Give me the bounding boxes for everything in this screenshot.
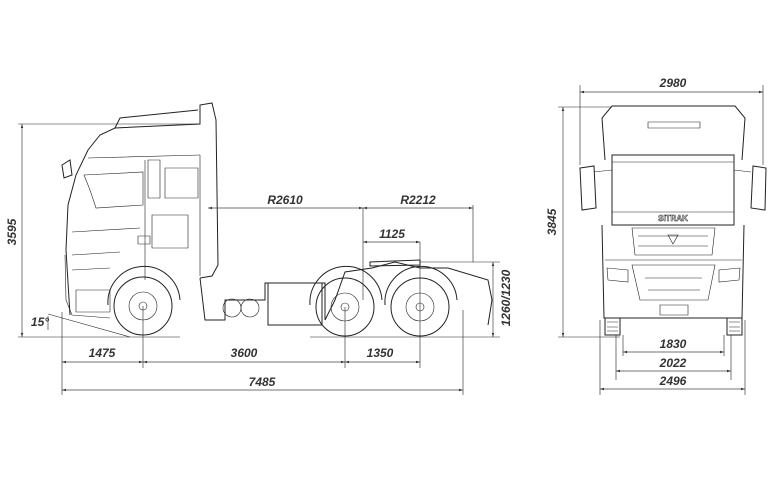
wheelbase-rear-label: 1350 <box>367 346 394 360</box>
rear-track-label: 2022 <box>659 356 687 370</box>
front-view: SITRAK 2980 3845 1830 2022 2496 <box>545 76 767 395</box>
rear-wheel-1 <box>309 265 383 337</box>
body-width-label: 2496 <box>659 374 687 388</box>
front-overall-height-label: 3845 <box>545 208 559 235</box>
fifth-wheel-height-label: 1260/1230 <box>499 269 513 326</box>
wheelbase-front-label: 3600 <box>231 346 258 360</box>
side-dimension-lines <box>18 123 500 395</box>
radius-rear-label: R2212 <box>400 193 436 207</box>
overall-length-label: 7485 <box>249 375 276 389</box>
rear-wheel-2 <box>384 265 458 337</box>
approach-angle-label: 15° <box>31 315 49 329</box>
front-track-label: 1830 <box>660 337 687 351</box>
overall-height-label: 3595 <box>5 218 19 245</box>
radius-front-label: R2610 <box>267 193 303 207</box>
overall-width-label: 2980 <box>659 76 687 90</box>
fifth-wheel-offset-label: 1125 <box>379 227 405 241</box>
front-overhang-label: 1475 <box>89 346 116 360</box>
side-view: 3595 15° 1475 3600 1350 7485 R2610 R2212… <box>5 102 513 395</box>
front-dimension-lines <box>558 85 764 395</box>
cab-side <box>61 102 219 319</box>
front-wheel <box>107 265 181 336</box>
cab-front: SITRAK <box>579 105 767 336</box>
brand-logo: SITRAK <box>658 214 688 223</box>
